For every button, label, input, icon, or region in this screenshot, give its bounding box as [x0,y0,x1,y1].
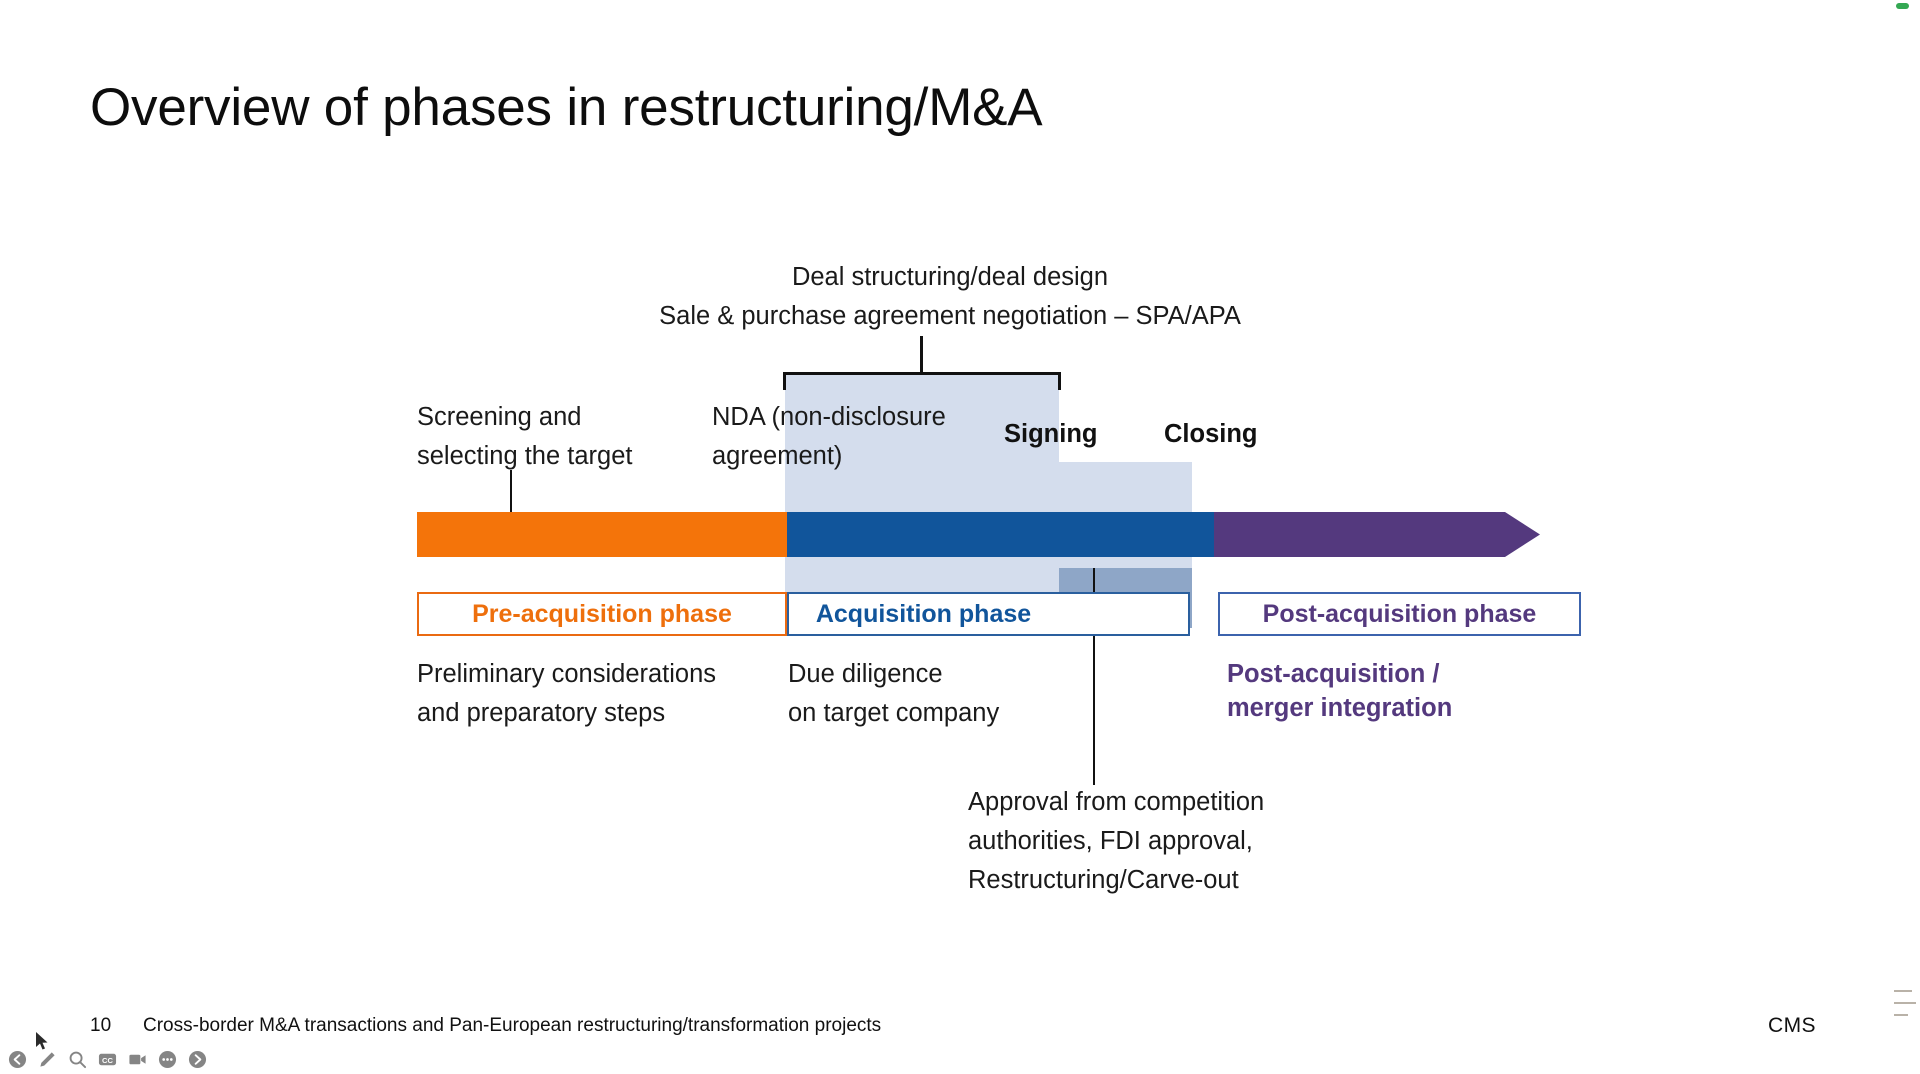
presenter-toolbar[interactable]: CC [8,1050,207,1069]
phase-label-text: Pre-acquisition phase [472,599,732,628]
annotation-due-diligence: Due diligence on target company [788,660,1000,727]
footer-brand-logo: CMS [1768,1014,1816,1037]
thumbnail-line [1894,990,1912,992]
annotation-approval: Approval from competition authorities, F… [968,788,1265,894]
pen-icon[interactable] [38,1050,57,1069]
page-title: Overview of phases in restructuring/M&A [90,78,1043,137]
phase-label-pre-acquisition[interactable]: Pre-acquisition phase [417,592,787,636]
scrollbar-track[interactable] [1906,0,1920,1074]
leader-line-approval [1093,568,1095,785]
annotation-closing: Closing [1164,420,1258,448]
bracket-stem-line [920,336,923,374]
timeline-segment-post [1214,512,1540,557]
mouse-cursor [36,1032,48,1050]
annotation-signing: Signing [1004,420,1098,448]
phase-label-post-acquisition[interactable]: Post-acquisition phase [1218,592,1581,636]
thumbnail-line [1894,1014,1908,1016]
annotation-nda: NDA (non-disclosure agreement) [712,403,946,470]
footer-text: Cross-border M&A transactions and Pan-Eu… [143,1015,882,1036]
phase-label-text: Post-acquisition phase [1262,599,1537,628]
leader-line-screening [510,470,512,545]
svg-text:CC: CC [102,1056,113,1065]
phase-label-text: Acquisition phase [815,599,1032,628]
timeline-segment-pre [417,512,787,557]
status-indicator-dot [1896,3,1909,9]
annotation-screening: Screening and selecting the target [417,403,633,470]
video-icon[interactable] [128,1050,147,1069]
magnifier-icon[interactable] [68,1050,87,1069]
arrow-left-circle-icon[interactable] [8,1050,27,1069]
thumbnail-line [1894,1002,1916,1004]
annotation-deal-structuring: Deal structuring/deal design Sale & purc… [659,263,1241,330]
phase-label-acquisition[interactable]: Acquisition phase [787,592,1190,636]
footer-page-number: 10 [90,1015,112,1036]
closed-caption-icon[interactable]: CC [98,1050,117,1069]
timeline-segment-acq [787,512,1214,557]
ellipsis-circle-icon[interactable] [158,1050,177,1069]
arrow-right-circle-icon[interactable] [188,1050,207,1069]
annotation-preliminary: Preliminary considerations and preparato… [417,660,717,727]
annotation-post-acquisition: Post-acquisition / merger integration [1227,660,1453,722]
